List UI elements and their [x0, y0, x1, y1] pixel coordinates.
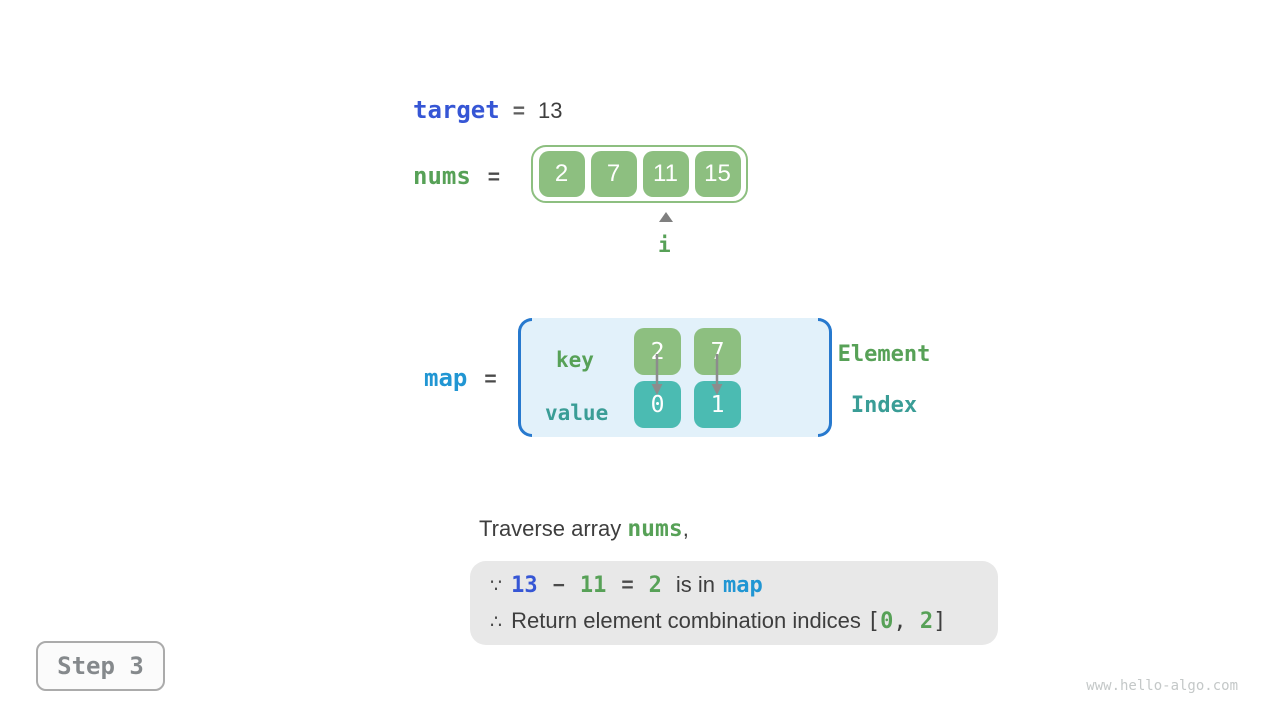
map-label: map — [424, 364, 468, 392]
difference-value: 2 — [648, 573, 662, 598]
result-index-2: 2 — [919, 609, 934, 634]
nums-equals: = — [487, 166, 501, 189]
separator: , — [893, 609, 920, 634]
caption: Traverse array nums, — [479, 516, 689, 542]
step-badge: Step 3 — [36, 641, 165, 691]
result-line-2: ∴ Return element combination indices[0, 2… — [490, 603, 998, 639]
open-bracket: [ — [866, 609, 881, 634]
legend-element-label: Element — [837, 342, 931, 367]
caption-code: nums — [627, 516, 683, 542]
is-in-text: is in — [675, 572, 715, 597]
key-to-value-arrow-icon — [711, 354, 723, 395]
target-value: 13 — [537, 98, 563, 123]
target-label: target — [413, 96, 500, 124]
map-reference: map — [723, 573, 763, 598]
therefore-symbol: ∴ — [490, 611, 503, 633]
current-operand: 11 — [579, 573, 607, 598]
map-value-cell: 1 — [694, 381, 741, 428]
right-bracket-icon — [818, 318, 832, 437]
key-to-value-arrow-icon — [651, 354, 663, 395]
result-box: ∵ 13−11 = 2 is in map ∴ Return element combina… — [470, 561, 998, 645]
nums-line: nums = — [413, 162, 500, 190]
watermark: www.hello-algo.com — [1086, 678, 1238, 694]
pointer-label: i — [658, 233, 671, 257]
left-bracket-icon — [518, 318, 532, 437]
result-index-1: 0 — [880, 609, 894, 634]
pointer-arrow-icon — [659, 212, 673, 222]
target-operand: 13 — [511, 573, 538, 598]
nums-array: 2 7 11 15 — [531, 145, 748, 203]
result-line-1: ∵ 13−11 = 2 is in map — [490, 567, 998, 603]
caption-prefix: Traverse array — [479, 516, 628, 541]
close-bracket: ] — [933, 609, 947, 634]
caption-suffix: , — [682, 516, 689, 541]
legend-index-label: Index — [850, 393, 918, 418]
because-symbol: ∵ — [490, 575, 503, 597]
map-value-label: value — [545, 401, 609, 425]
map-box: key value 2 7 0 1 — [518, 318, 832, 437]
map-line: map = — [424, 364, 497, 392]
map-equals: = — [484, 368, 497, 391]
equals-operator: = — [621, 574, 634, 597]
array-cell: 7 — [590, 151, 637, 197]
map-key-label: key — [556, 348, 594, 372]
return-text: Return element combination indices — [511, 608, 861, 633]
array-cell: 2 — [538, 151, 585, 197]
array-cell: 15 — [694, 151, 741, 197]
map-value-cell: 0 — [634, 381, 681, 428]
target-equals: = — [512, 100, 525, 123]
target-line: target = 13 — [413, 96, 562, 124]
nums-label: nums — [413, 162, 471, 190]
array-cell: 11 — [642, 151, 689, 197]
minus-operator: − — [552, 574, 565, 597]
